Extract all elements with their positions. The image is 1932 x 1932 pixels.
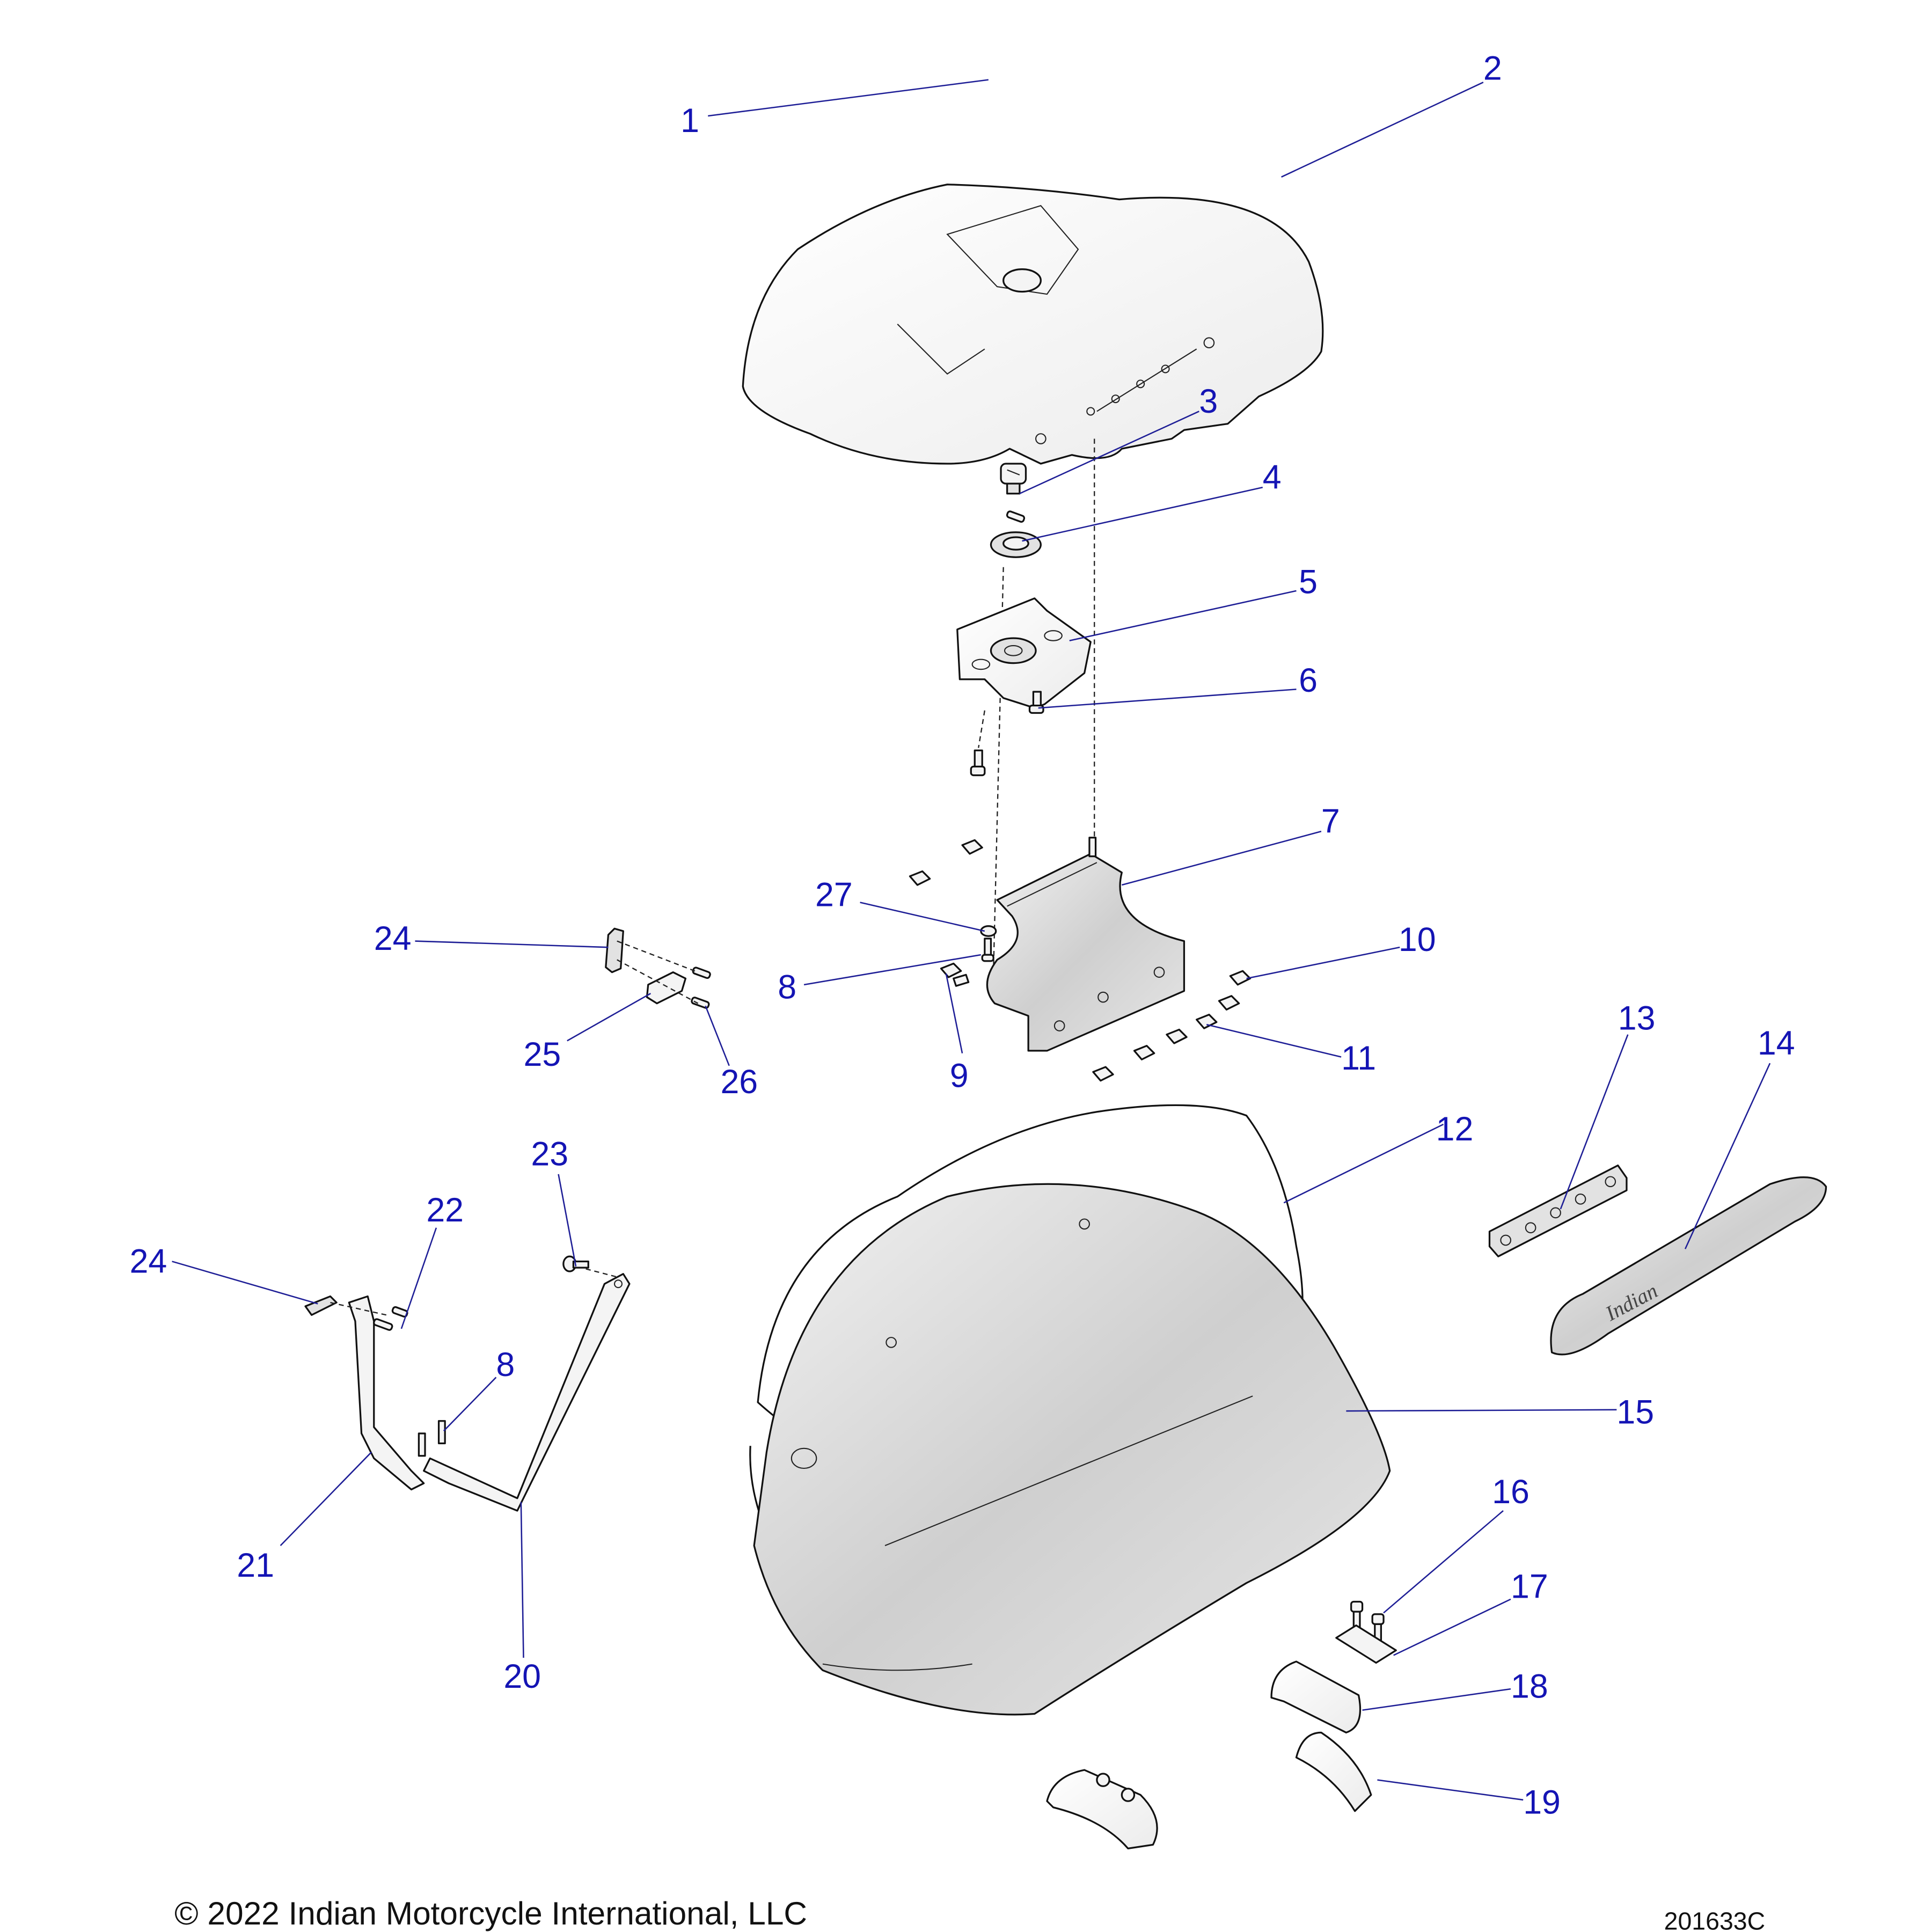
alignment-line	[978, 710, 985, 748]
part-3-lock-cylinder[interactable]	[1000, 463, 1027, 495]
alignment-line	[992, 567, 1004, 972]
callout-5: 5	[1299, 564, 1318, 601]
part-22-screws[interactable]	[373, 1306, 408, 1331]
callout-12: 12	[1436, 1110, 1474, 1148]
alignment-line	[330, 1268, 620, 1316]
part-11-push-pins[interactable]	[1092, 995, 1240, 1082]
callout-25: 25	[523, 1036, 561, 1073]
callout-11: 11	[1341, 1040, 1376, 1077]
part-15-saddlebag-body[interactable]	[753, 1183, 1391, 1716]
part-4-seal-ring[interactable]	[990, 510, 1042, 558]
part-24-plate-lower[interactable]	[304, 1295, 338, 1316]
part-27-washer[interactable]	[980, 925, 997, 937]
callout-20: 20	[503, 1658, 541, 1695]
callout-8: 8	[778, 968, 796, 1006]
callout-7: 7	[1321, 802, 1340, 840]
callout-9: 9	[950, 1057, 969, 1094]
part-26-screw[interactable]	[691, 967, 711, 1009]
callout-1: 1	[680, 102, 699, 140]
part-6-screw[interactable]	[970, 691, 1044, 777]
callout-24: 24	[374, 920, 412, 957]
alignment-line	[617, 940, 699, 1004]
part-5-latch-housing[interactable]	[956, 597, 1092, 709]
callout-27: 27	[815, 876, 853, 914]
callout-14: 14	[1758, 1024, 1795, 1062]
callout-6: 6	[1299, 662, 1318, 699]
part-2-saddlebag-lid[interactable]	[742, 184, 1324, 465]
callout-3: 3	[1199, 383, 1218, 420]
callout-10: 10	[1399, 921, 1436, 958]
part-10-push-pin[interactable]	[1229, 970, 1252, 986]
callout-21: 21	[237, 1547, 274, 1584]
part-13-hinge[interactable]	[1488, 1164, 1628, 1257]
callout-16: 16	[1492, 1473, 1529, 1511]
part-21-bracket-arm[interactable]	[348, 1295, 425, 1491]
callout-24-lower: 24	[130, 1242, 167, 1280]
callout-13: 13	[1618, 999, 1656, 1037]
part-7-mounting-bracket[interactable]	[986, 837, 1185, 1052]
part-19-pad[interactable]	[1295, 1731, 1372, 1812]
callout-18: 18	[1511, 1667, 1548, 1705]
callout-19: 19	[1523, 1783, 1561, 1821]
part-20-bracket-arm[interactable]	[423, 1273, 631, 1512]
part-8-screws-lower[interactable]	[418, 1420, 446, 1457]
callout-2: 2	[1483, 50, 1502, 87]
callout-23: 23	[531, 1136, 568, 1173]
callout-8-lower: 8	[496, 1346, 515, 1384]
part-16-bolts[interactable]	[1350, 1600, 1385, 1642]
part-19-assembled-mount[interactable]	[1046, 1769, 1158, 1850]
callout-17: 17	[1511, 1568, 1548, 1606]
callout-15: 15	[1616, 1393, 1654, 1431]
part-8-screw[interactable]	[981, 938, 994, 962]
part-9-push-pin[interactable]	[909, 839, 983, 987]
callout-22: 22	[426, 1191, 464, 1229]
part-24-plate-upper[interactable]	[605, 927, 624, 974]
part-25-clip[interactable]	[646, 971, 687, 1005]
part-18-bumper[interactable]	[1270, 1660, 1362, 1734]
part-17-plate[interactable]	[1335, 1624, 1397, 1664]
callout-26: 26	[720, 1063, 758, 1101]
callout-4: 4	[1263, 458, 1282, 496]
copyright-notice: © 2022 Indian Motorcycle International, …	[174, 1895, 807, 1931]
drawing-number: 201633C	[1664, 1907, 1765, 1932]
part-23-bolt[interactable]	[562, 1255, 589, 1272]
leader-lines	[172, 79, 1771, 1801]
